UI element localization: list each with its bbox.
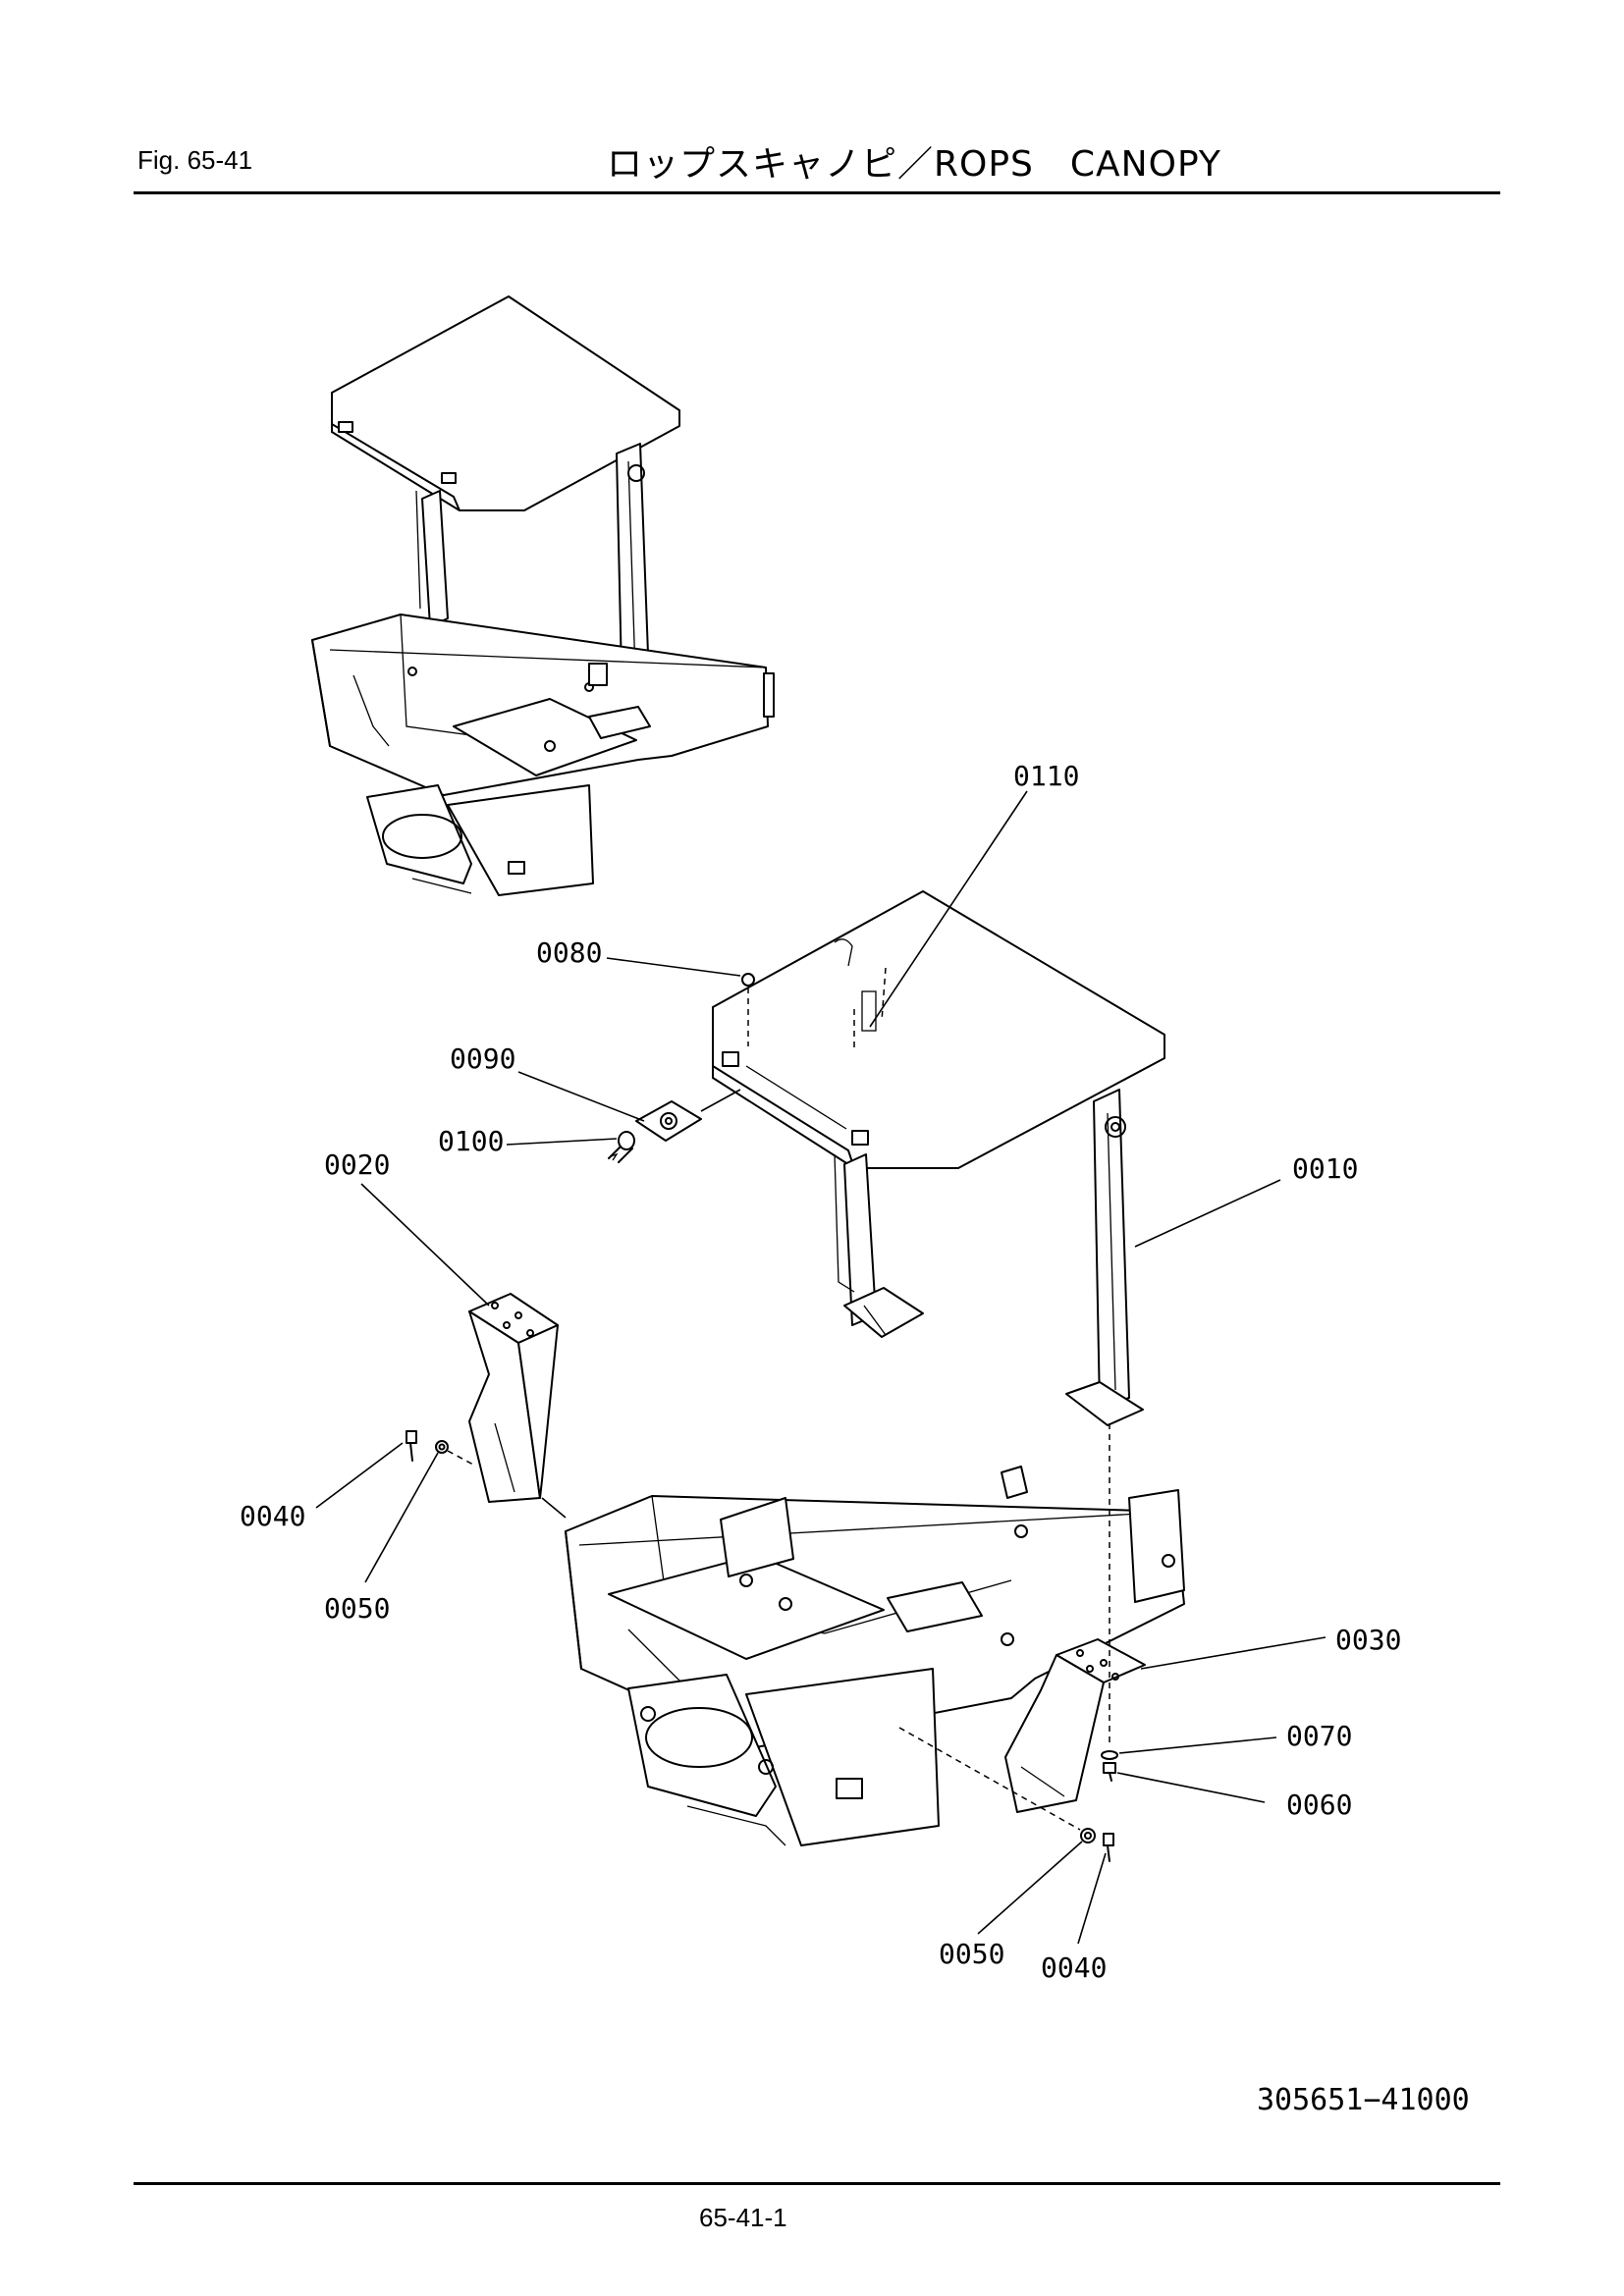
header-rule: [134, 191, 1500, 194]
page-title: ロップスキャノピ／ROPS CANOPY: [607, 144, 1221, 185]
page-number: 65-41-1: [699, 2203, 787, 2232]
callout-0070: 0070: [1286, 1720, 1352, 1752]
callout-0100: 0100: [438, 1125, 504, 1157]
callout-0020: 0020: [324, 1148, 390, 1181]
footer-rule: [134, 2182, 1500, 2185]
part-0030-bracket: [1004, 1638, 1146, 1813]
figure-label: Fig. 65-41: [137, 145, 253, 175]
part-0080-nut: [741, 973, 755, 1046]
callout-0050-left: 0050: [324, 1592, 390, 1625]
callout-0080: 0080: [536, 936, 602, 969]
callout-0090: 0090: [450, 1042, 515, 1075]
part-0070-0060: [1101, 1423, 1118, 1782]
callout-0040-left: 0040: [240, 1500, 305, 1532]
callout-0040-bottom: 0040: [1041, 1951, 1107, 1984]
callout-0010: 0010: [1292, 1152, 1358, 1185]
part-0100-bolt: [608, 1131, 635, 1163]
callout-0110: 0110: [1013, 760, 1079, 792]
drawing-number: 305651−41000: [1257, 2083, 1470, 2117]
callout-0050-bottom: 0050: [939, 1938, 1004, 1970]
part-0040-0050-left: [406, 1430, 567, 1519]
base-frame: [565, 1466, 1185, 1846]
callout-0030: 0030: [1335, 1624, 1401, 1656]
part-0020-bracket: [468, 1293, 559, 1503]
part-0010-canopy: [712, 890, 1165, 1426]
part-0090-plate: [635, 1089, 741, 1142]
assembly-overview: [311, 295, 775, 896]
leader-lines: [315, 790, 1326, 1945]
part-0050-0040-bottom: [898, 1727, 1114, 1862]
callout-0060: 0060: [1286, 1789, 1352, 1821]
